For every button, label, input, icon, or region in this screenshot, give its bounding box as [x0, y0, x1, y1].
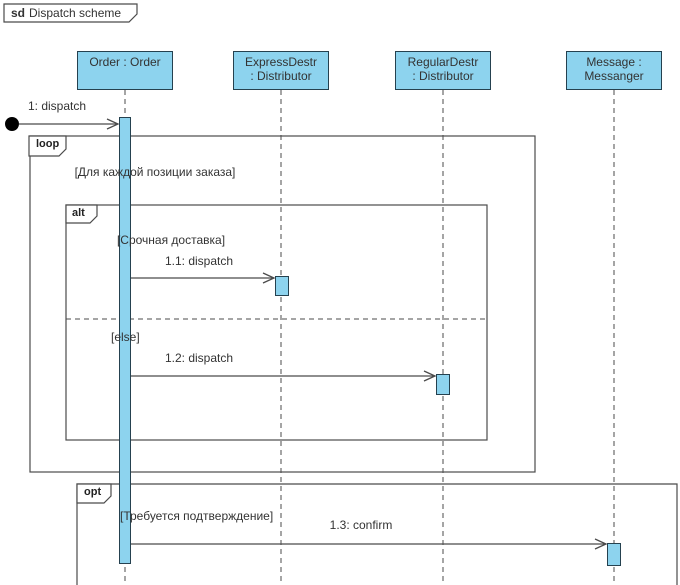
loop-fragment-frame: [29, 135, 536, 473]
alt-operator-label: alt: [72, 207, 85, 219]
loop-operator-tab: [28, 135, 67, 157]
sd-keyword: sd: [11, 6, 26, 20]
message-label-dispatch-express: 1.1: dispatch: [164, 254, 234, 268]
found-message-circle: [5, 117, 19, 131]
opt-operator-label: opt: [84, 486, 102, 498]
loop-operator-label: loop: [36, 138, 60, 150]
lifeline-head-messanger: Message : Messanger: [566, 51, 662, 90]
loop-guard: [Для каждой позиции заказа]: [74, 165, 236, 179]
alt-fragment-frame: [65, 204, 488, 441]
opt-fragment-frame: [76, 483, 678, 585]
opt-guard: [Требуется подтверждение]: [120, 509, 274, 523]
message-label-confirm: 1.3: confirm: [329, 518, 393, 532]
message-label-dispatch: 1: dispatch: [28, 99, 87, 113]
title-tab-shape: [3, 3, 138, 23]
activation-messanger: [607, 543, 621, 566]
message-label-dispatch-regular: 1.2: dispatch: [164, 351, 234, 365]
alt-guard-if: [Срочная доставка]: [116, 233, 226, 247]
alt-guard-else: [else]: [111, 330, 140, 344]
lifeline-head-expressdestr: ExpressDestr : Distributor: [233, 51, 329, 90]
alt-operator-tab: [65, 204, 98, 224]
lifeline-head-regulardestr: RegularDestr : Distributor: [395, 51, 491, 90]
lifeline-head-order: Order : Order: [77, 51, 173, 90]
opt-operator-tab: [76, 483, 112, 504]
activation-expressdestr: [275, 276, 289, 296]
activation-regulardestr: [436, 374, 450, 395]
activation-order: [119, 117, 131, 564]
diagram-name: Dispatch scheme: [29, 6, 122, 20]
